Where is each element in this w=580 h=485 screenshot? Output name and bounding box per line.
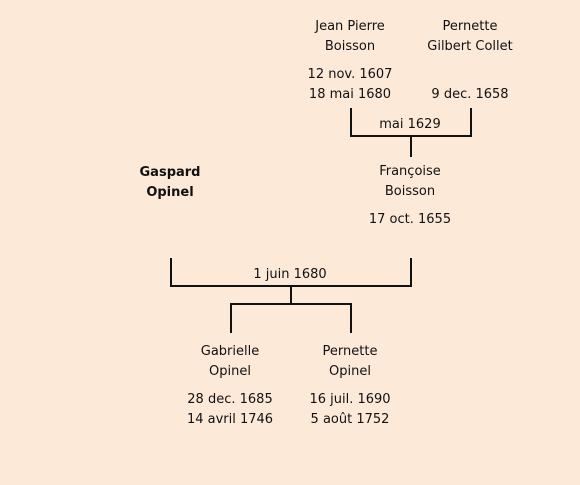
spouse-birth-date: 17 oct. 1655 <box>368 212 452 227</box>
child-1-birth-date: 28 dec. 1685 <box>187 392 273 407</box>
mother-connector-line <box>470 108 472 137</box>
root-last-name: Opinel <box>146 185 194 200</box>
spouse-connector-line <box>410 258 412 287</box>
child-1-first-name: Gabrielle <box>200 344 260 359</box>
children-descent-line <box>290 285 292 305</box>
child-2-first-name: Pernette <box>322 344 378 359</box>
spouse-first-name: Françoise <box>379 164 441 179</box>
couple-marriage-date: 1 juin 1680 <box>253 267 327 282</box>
child-1-last-name: Opinel <box>209 364 251 379</box>
father-death-date: 18 mai 1680 <box>308 87 392 102</box>
children-sibling-line <box>230 303 352 305</box>
father-last-name: Boisson <box>324 39 376 54</box>
child-2-death-date: 5 août 1752 <box>310 412 390 427</box>
child-1-death-date: 14 avril 1746 <box>186 412 274 427</box>
parents-marriage-date: mai 1629 <box>379 117 441 132</box>
parents-descent-line <box>410 135 412 157</box>
child-1-connector-line <box>230 303 232 333</box>
root-connector-line <box>170 258 172 287</box>
root-first-name: Gaspard <box>139 165 201 180</box>
child-2-connector-line <box>350 303 352 333</box>
mother-death-date: 9 dec. 1658 <box>431 87 509 102</box>
father-connector-line <box>350 108 352 137</box>
child-2-last-name: Opinel <box>329 364 371 379</box>
spouse-last-name: Boisson <box>384 184 436 199</box>
mother-first-name: Pernette <box>442 19 498 34</box>
father-birth-date: 12 nov. 1607 <box>307 67 393 82</box>
child-2-birth-date: 16 juil. 1690 <box>309 392 391 407</box>
mother-last-name: Gilbert Collet <box>427 39 513 54</box>
father-first-name: Jean Pierre <box>315 19 385 34</box>
